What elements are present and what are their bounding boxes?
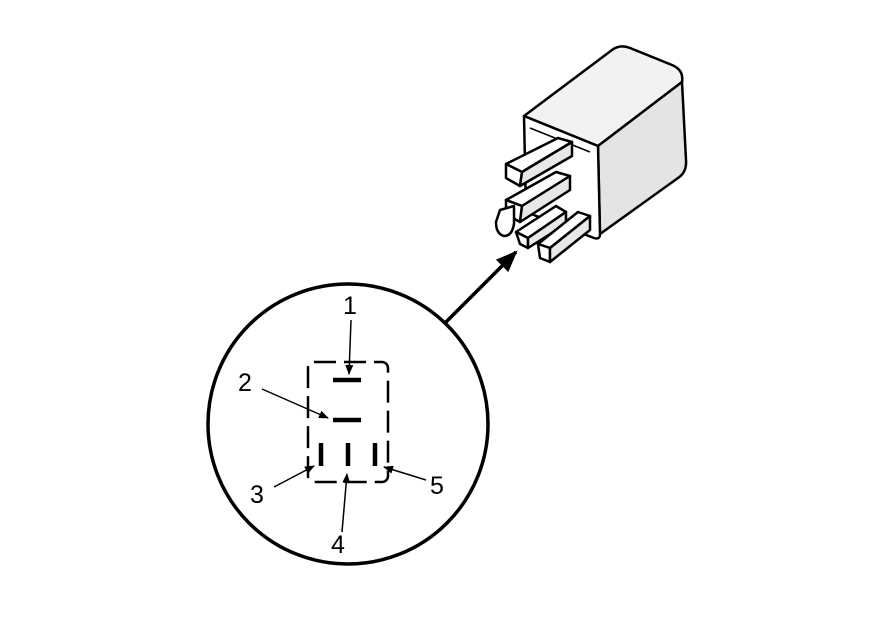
relay-terminal-lower-center [514,204,568,250]
leader-pin-2 [261,388,329,419]
relay-terminal-lower-left [494,204,516,238]
pin-label-3: 3 [250,481,264,509]
relay-terminal-middle [504,170,572,224]
relay-terminal-upper [504,136,574,188]
pin-label-2: 2 [238,369,252,397]
detail-circle [206,282,490,566]
relay-terminal-lower-right [536,210,592,264]
pin-leader-lines [261,319,427,533]
pin-slots [318,377,378,466]
leader-pin-3 [273,465,315,488]
pin-label-4: 4 [331,531,345,559]
callout-arrow [442,250,518,326]
leader-pin-1 [345,319,354,375]
leader-pin-5 [383,465,427,481]
relay-component [494,45,688,264]
relay-side-face [596,80,688,236]
pin-label-5: 5 [430,472,444,500]
leader-pin-4 [341,473,351,533]
pin-label-1: 1 [343,292,357,320]
relay-top-face [522,45,684,148]
